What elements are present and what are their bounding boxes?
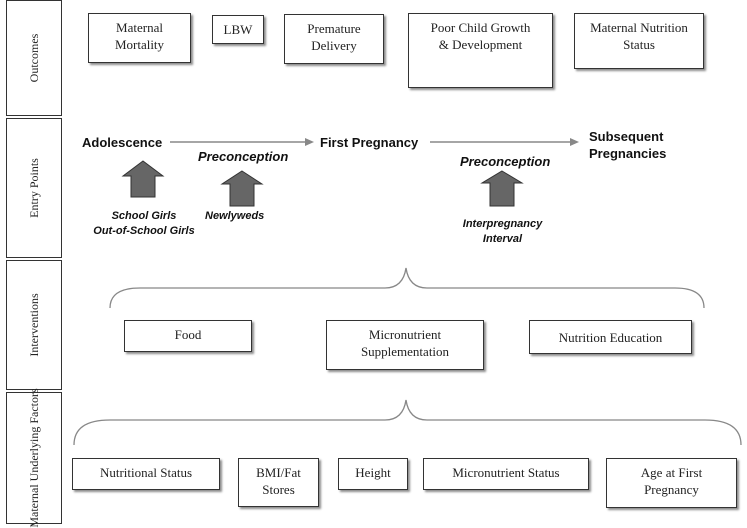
row-label-outcomes: Outcomes <box>6 0 62 116</box>
outcome-maternal-nutrition-status: Maternal Nutrition Status <box>574 13 704 69</box>
stage-subsequent-pregnancies: Subsequent Pregnancies <box>589 129 667 161</box>
intervention-micronutrient-supplementation: Micronutrient Supplementation <box>326 320 484 370</box>
outcome-lbw: LBW <box>212 15 264 44</box>
factor-height: Height <box>338 458 408 490</box>
brace-interventions <box>109 267 705 309</box>
label-school-girls: School Girls Out-of-School Girls <box>93 210 195 237</box>
row-label-interventions: Interventions <box>6 260 62 390</box>
label-preconception-2: Preconception <box>460 154 551 169</box>
label-preconception-1: Preconception <box>198 149 289 164</box>
intervention-nutrition-education: Nutrition Education <box>529 320 692 354</box>
stage-adolescence: Adolescence <box>82 135 163 150</box>
arrowhead-1 <box>305 138 314 146</box>
row-label-maternal-factors: Maternal Underlying Factors <box>6 388 62 528</box>
label-newlyweds: Newlyweds <box>205 210 265 222</box>
factor-age-at-first-pregnancy: Age at First Pregnancy <box>606 458 737 508</box>
stage-first-pregnancy: First Pregnancy <box>320 135 419 150</box>
up-arrow-interpregnancy <box>480 170 524 207</box>
factor-micronutrient-status: Micronutrient Status <box>423 458 589 490</box>
outcome-premature-delivery: Premature Delivery <box>284 14 384 64</box>
intervention-food: Food <box>124 320 252 352</box>
arrowhead-2 <box>570 138 579 146</box>
up-arrow-school-girls <box>121 160 165 198</box>
outcome-maternal-mortality: Maternal Mortality <box>88 13 191 63</box>
label-interpregnancy: Interpregnancy Interval <box>462 218 543 245</box>
outcome-poor-child-growth: Poor Child Growth & Development <box>408 13 553 88</box>
row-label-entry-points: Entry Points <box>6 118 62 258</box>
up-arrow-newlyweds <box>220 170 264 207</box>
factor-nutritional-status: Nutritional Status <box>72 458 220 490</box>
factor-bmi-fat-stores: BMI/Fat Stores <box>238 458 319 507</box>
brace-maternal-factors <box>73 399 742 446</box>
